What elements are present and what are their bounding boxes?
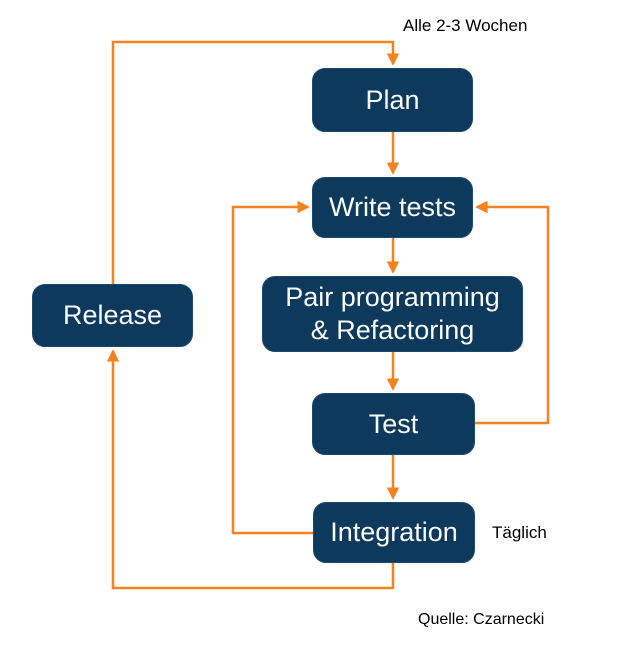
node-test: Test — [312, 393, 475, 455]
node-plan: Plan — [312, 68, 473, 132]
source-caption: Quelle: Czarnecki — [418, 611, 545, 628]
node-pair-programming-label-line2: & Refactoring — [310, 315, 475, 345]
daily-annotation: Täglich — [492, 523, 547, 542]
node-write-tests: Write tests — [312, 177, 473, 238]
node-plan-label: Plan — [365, 84, 420, 115]
cycle-weeks-annotation: Alle 2-3 Wochen — [403, 16, 528, 35]
arrow-integration-to-write-tests — [231, 200, 313, 535]
node-test-label: Test — [368, 408, 419, 439]
node-pair-programming-label-line1: Pair programming — [285, 282, 500, 312]
node-write-tests-label: Write tests — [328, 192, 457, 222]
node-integration: Integration — [313, 502, 475, 563]
node-release: Release — [32, 284, 193, 347]
node-release-label: Release — [62, 300, 163, 330]
node-pair-programming: Pair programming & Refactoring — [262, 276, 523, 352]
node-integration-label: Integration — [330, 517, 458, 547]
